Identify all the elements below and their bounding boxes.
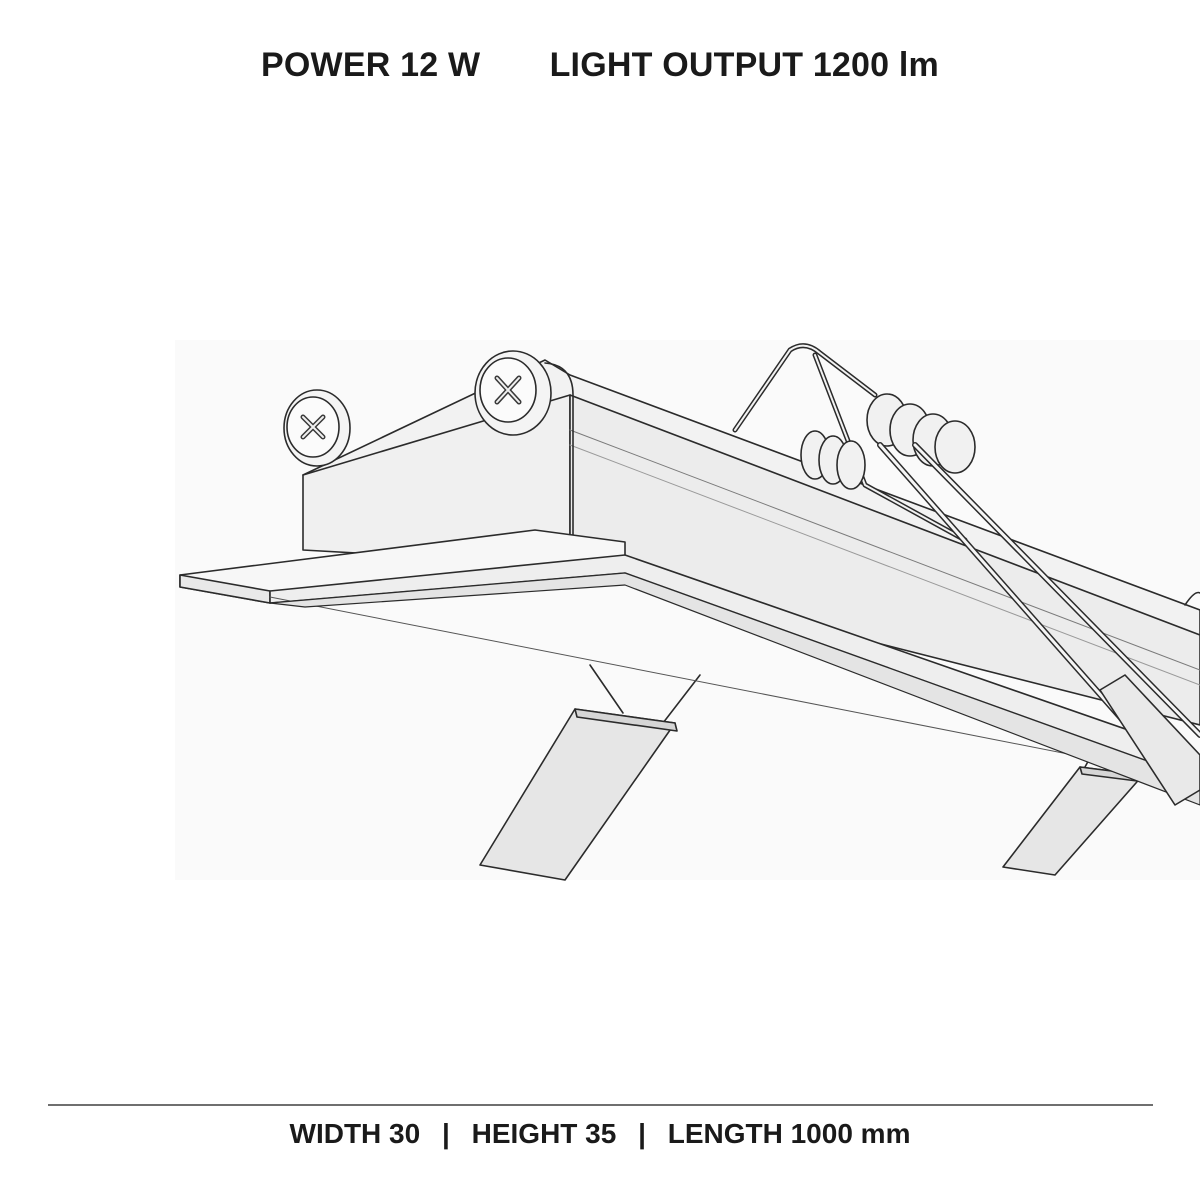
light-output-spec: LIGHT OUTPUT 1200 lm (549, 46, 939, 84)
power-spec: POWER 12 W (261, 46, 481, 84)
screw-right (474, 350, 552, 436)
separator: | (638, 1118, 646, 1149)
screw-left (283, 389, 351, 467)
separator: | (441, 1118, 450, 1149)
spring-coils (800, 393, 976, 490)
width-spec: WIDTH 30 (289, 1118, 421, 1149)
mounting-bracket-left (479, 664, 701, 881)
length-spec: LENGTH 1000 mm (667, 1118, 911, 1149)
dimension-spec-line: WIDTH 30 | HEIGHT 35 | LENGTH 1000 mm (0, 1118, 1200, 1150)
diffuser-flange (179, 529, 1200, 806)
linear-led-profile-icon (175, 340, 1200, 881)
spring-clip (732, 343, 1200, 806)
section-divider (48, 1104, 1153, 1106)
height-spec: HEIGHT 35 (471, 1118, 617, 1149)
product-illustration (175, 335, 1200, 885)
top-spec-line: POWER 12 W LIGHT OUTPUT 1200 lm (0, 46, 1200, 85)
